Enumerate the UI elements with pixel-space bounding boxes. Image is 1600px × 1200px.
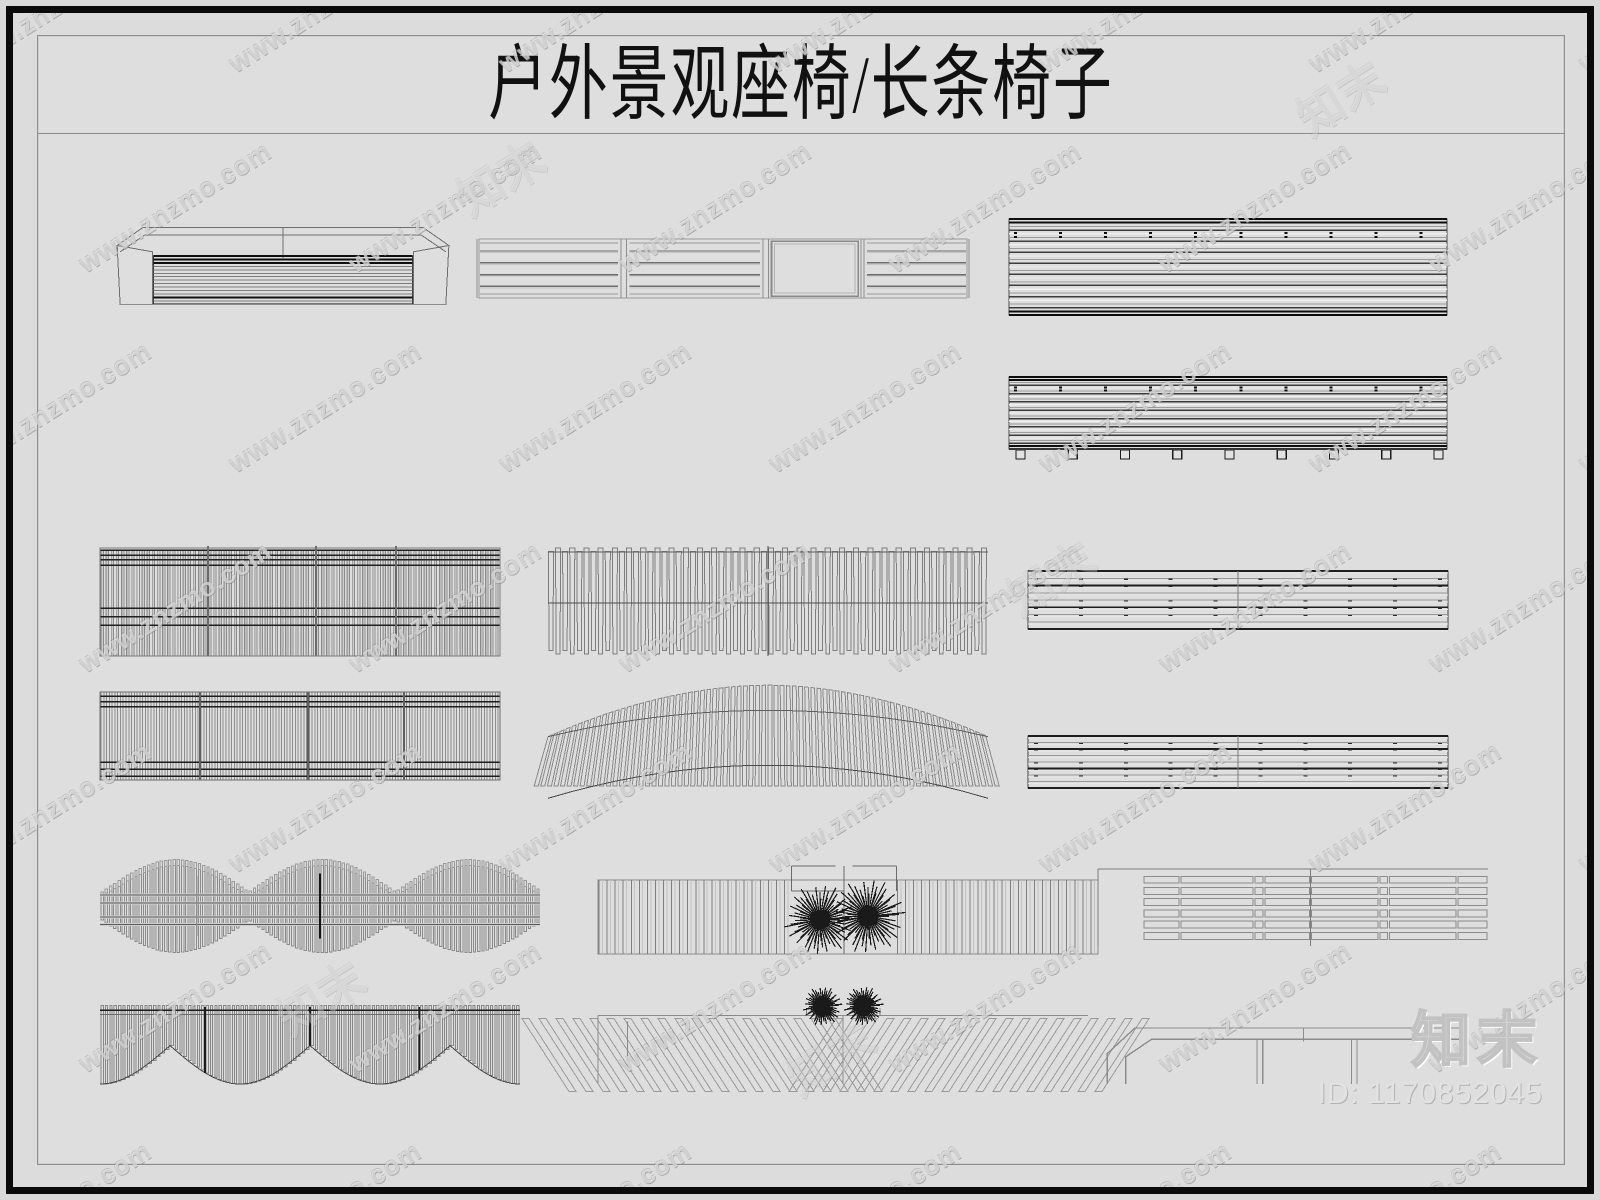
drawing-canvas: [38, 134, 1564, 1164]
bench-plan-grid-battens[interactable]: [99, 691, 501, 781]
bench-plan-segmented-center-panel[interactable]: [476, 232, 970, 304]
bench-plan-wave-profile-battens[interactable]: [100, 852, 540, 960]
bench-plan-dense-horizontal-slats-a[interactable]: [1008, 218, 1448, 316]
bench-plan-thin-horizontal-slats-b[interactable]: [1027, 735, 1449, 791]
bench-plan-dense-vertical-battens[interactable]: [99, 546, 501, 657]
bench-outline-profile[interactable]: [1098, 1004, 1468, 1084]
bench-plan-angled-ends-slatted[interactable]: [98, 214, 468, 319]
watermark-text: www.znzmo.com: [1573, 335, 1587, 479]
bench-plan-tapered-vertical-battens[interactable]: [547, 546, 988, 656]
bench-plan-thin-horizontal-slats-a[interactable]: [1027, 570, 1449, 632]
bench-plan-curved-radial-battens[interactable]: [533, 674, 1000, 799]
watermark-text: www.znzmo.com: [1573, 735, 1587, 879]
bench-plan-horizontal-slat-panels[interactable]: [1097, 864, 1488, 946]
sheet-title: 户外景观座椅/长条椅子: [488, 38, 1114, 130]
watermark-text: www.znzmo.com: [1573, 1136, 1587, 1187]
bench-plan-scalloped-edge-battens[interactable]: [99, 1004, 521, 1085]
bench-plan-with-planters[interactable]: [597, 864, 1099, 955]
bench-plan-octagonal-outline[interactable]: [100, 362, 470, 462]
bench-plan-dense-horizontal-slats-b[interactable]: [1008, 376, 1448, 462]
bench-plan-diagonal-slats-planters[interactable]: [521, 987, 1150, 1093]
watermark-text: www.znzmo.com: [1573, 13, 1587, 79]
title-block: 户外景观座椅/长条椅子: [38, 36, 1564, 134]
znzmo-logo: 知末: [1410, 1007, 1543, 1074]
sheet-outer-border: 户外景观座椅/长条椅子 www.znzmo.com www.znzmo.com ww…: [6, 6, 1594, 1194]
bench-elevation-stepped-legs[interactable]: [478, 382, 973, 460]
brand-block: 知末 ID: 1170852045: [1317, 1007, 1543, 1110]
asset-id-label: ID: 1170852045: [1317, 1077, 1543, 1110]
